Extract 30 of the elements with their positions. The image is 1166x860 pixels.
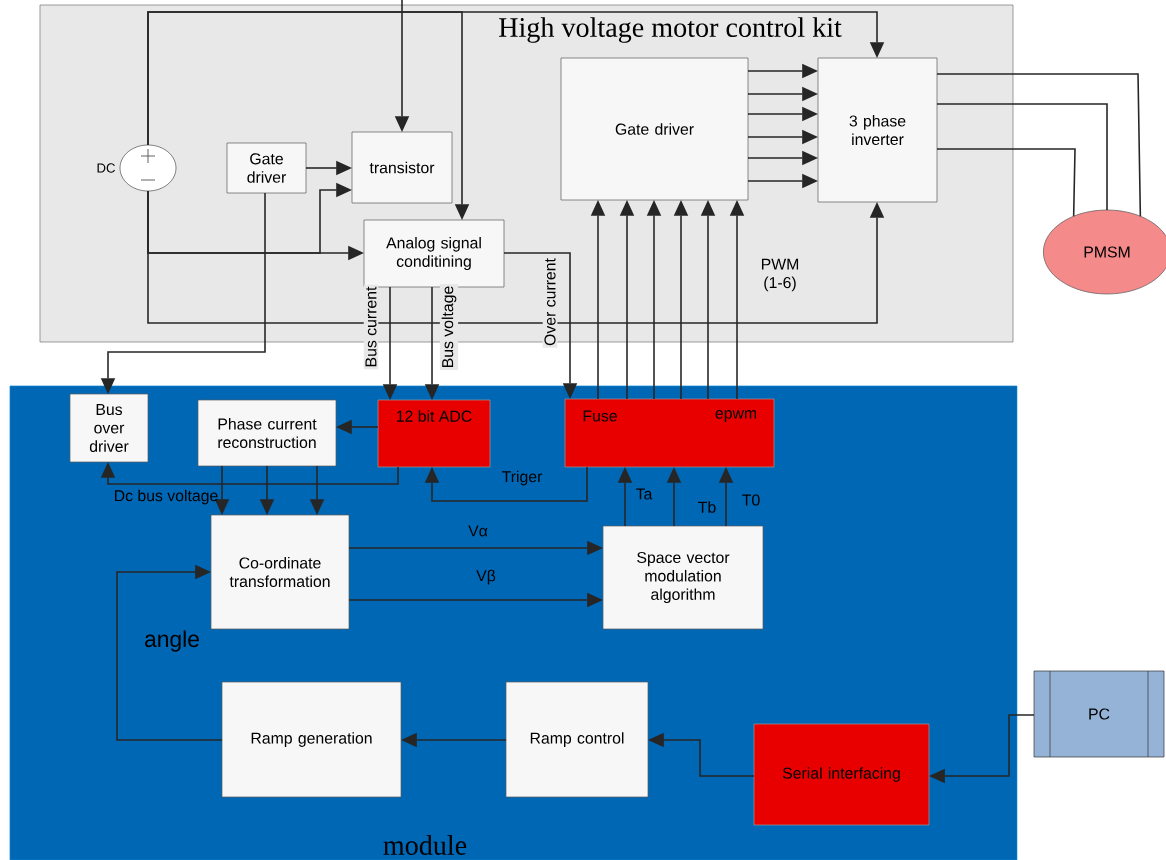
process-box: Co-ordinate transformation: [210, 514, 350, 630]
edge-label: Vα: [468, 525, 488, 537]
process-box: Ramp generation: [221, 681, 402, 798]
process-box: Serial interfacing: [753, 723, 930, 826]
edge-label: Bus voltage: [439, 283, 459, 371]
process-box: Phase current reconstruction: [197, 399, 337, 467]
panel-title: module: [383, 835, 467, 855]
box-label: Fuse: [583, 410, 617, 422]
edge-label: Triger: [502, 470, 543, 486]
process-box: transistor: [351, 131, 453, 204]
box-label: 12 bit ADC: [397, 410, 472, 422]
process-box: 3 phase inverter: [817, 57, 938, 203]
edge-label: T0: [742, 494, 760, 506]
arrow: [424, 466, 588, 502]
edge-label: Tb: [698, 501, 716, 513]
terminal-box: PC: [1033, 670, 1165, 758]
panel-title: High voltage motor control kit: [499, 17, 842, 43]
process-box: Space vector modulation algorithm: [602, 525, 764, 630]
process-box: Gate driver: [226, 142, 307, 194]
edge-label: Ta: [636, 488, 653, 500]
edge-label: Vβ: [476, 569, 496, 585]
process-box: Ramp control: [505, 681, 649, 798]
edge-label: angle: [145, 630, 199, 652]
edge-label: Dc bus voltage: [115, 489, 218, 505]
arrow: [116, 564, 223, 741]
node-caption: DC: [97, 163, 115, 173]
signal-label: PWM (1-6): [762, 258, 799, 292]
process-box: Bus over driver: [69, 393, 149, 463]
box-label: epwm: [715, 410, 757, 422]
process-box: Gate driver: [560, 57, 749, 201]
